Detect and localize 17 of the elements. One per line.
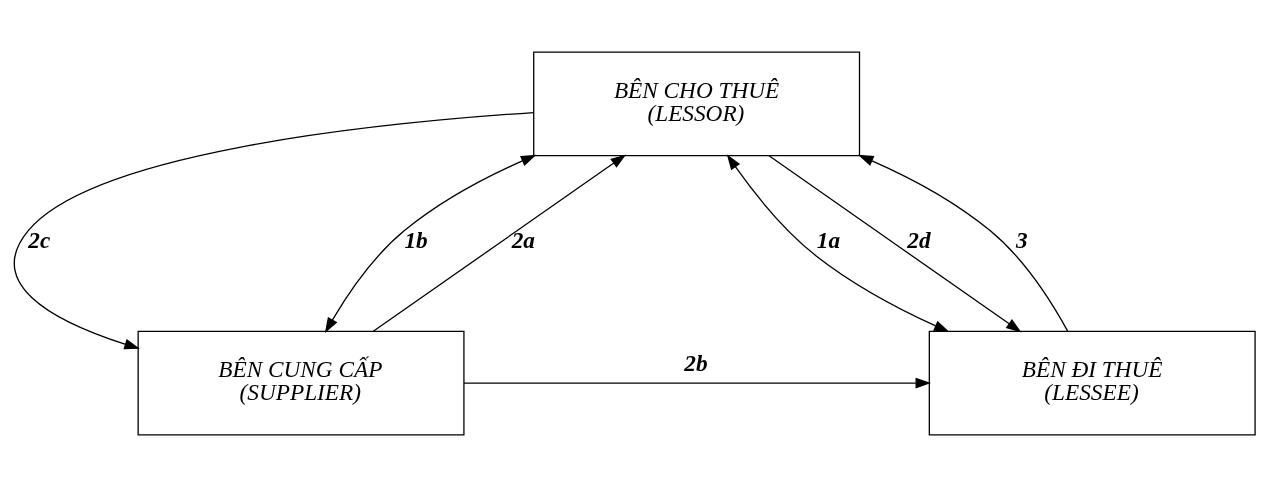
node-box: BÊN CUNG CẤP (SUPPLIER)	[137, 330, 465, 435]
edge-label: 1b	[404, 226, 428, 253]
arrow	[324, 154, 537, 333]
arrow	[768, 154, 1022, 332]
edge-label: 2b	[684, 349, 708, 376]
arrow	[13, 111, 535, 349]
edge-label: 2d	[907, 226, 931, 253]
edge-label: 2c	[28, 226, 51, 253]
node-box: BÊN ĐI THUÊ (LESSEE)	[928, 330, 1256, 435]
edge-label: 2a	[511, 226, 535, 253]
arrow	[372, 153, 627, 332]
edge-label: 3	[1015, 226, 1028, 253]
arrow	[726, 153, 950, 332]
arrow	[858, 154, 1069, 332]
edge-label: 1a	[816, 226, 841, 253]
arrow	[463, 377, 932, 389]
node-box: BÊN CHO THUÊ (LESSOR)	[533, 51, 861, 156]
